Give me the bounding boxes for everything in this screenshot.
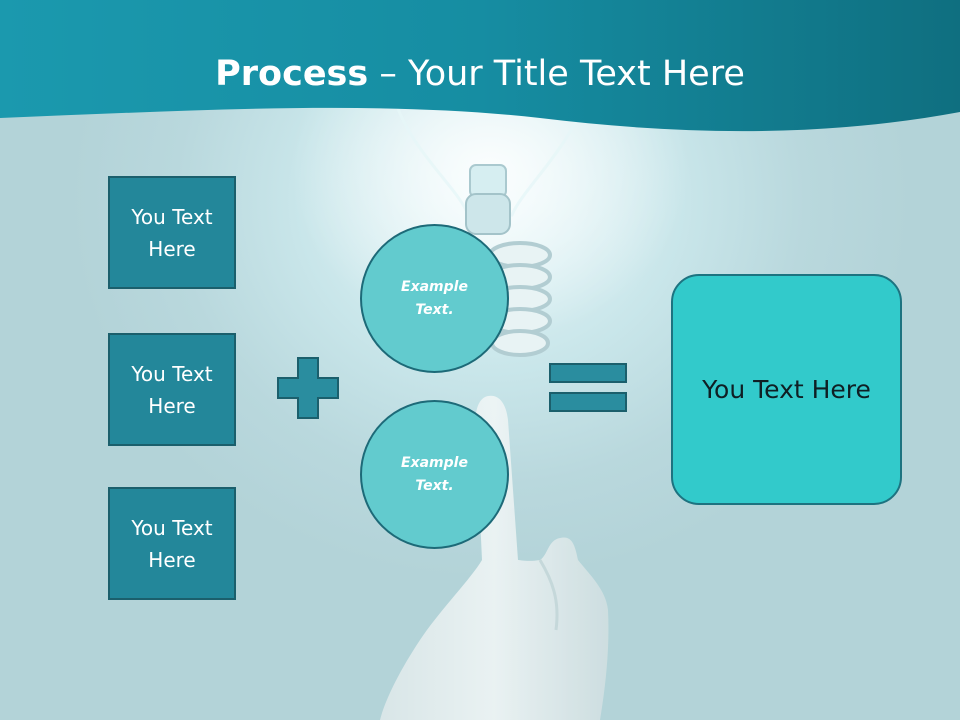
result-box[interactable]: You Text Here — [671, 274, 902, 505]
example-circle-2[interactable]: Example Text. — [360, 400, 509, 549]
text-box-3-label: You Text Here — [131, 515, 213, 572]
title-bold: Process — [215, 54, 369, 94]
example-circle-1-label: Example Text. — [401, 278, 468, 318]
plus-icon — [277, 357, 339, 419]
text-box-3[interactable]: You Text Here — [108, 487, 236, 600]
page-title: Process – Your Title Text Here — [0, 52, 960, 96]
title-rest: – Your Title Text Here — [368, 54, 745, 94]
hand-illustration — [380, 395, 609, 720]
text-box-1[interactable]: You Text Here — [108, 176, 236, 289]
text-box-2[interactable]: You Text Here — [108, 333, 236, 446]
example-circle-1[interactable]: Example Text. — [360, 224, 509, 373]
example-circle-2-label: Example Text. — [401, 454, 468, 494]
text-box-2-label: You Text Here — [131, 361, 213, 418]
result-box-label: You Text Here — [702, 374, 871, 404]
equals-bar-bottom — [549, 392, 627, 412]
text-box-1-label: You Text Here — [131, 204, 213, 261]
equals-bar-top — [549, 363, 627, 383]
header-band — [0, 0, 960, 132]
